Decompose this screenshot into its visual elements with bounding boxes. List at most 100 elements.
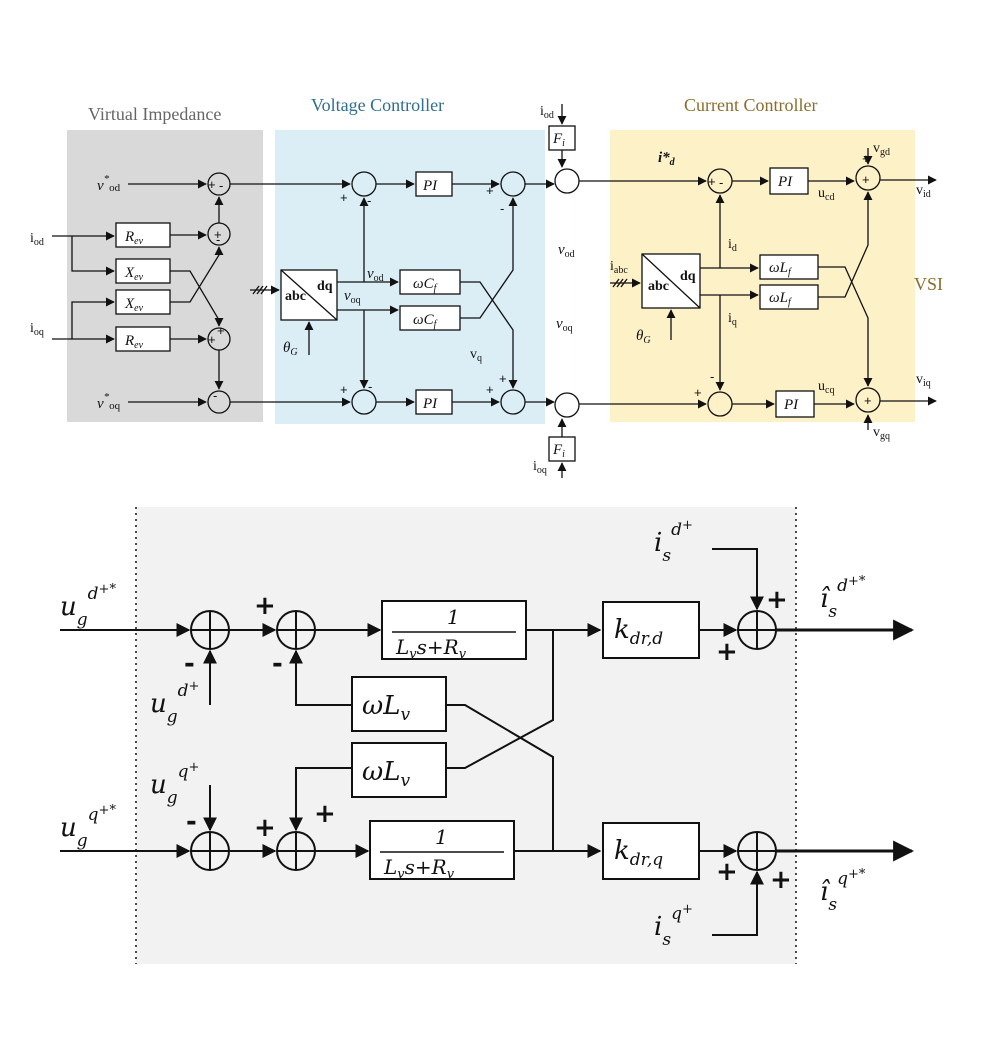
label-v-id: vid (916, 183, 931, 200)
label-v-od: vod (367, 266, 384, 284)
label-v-q: vq (470, 347, 482, 364)
sum-node-fi-d (554, 168, 580, 194)
label-i-od-top: iod (540, 104, 554, 121)
sign: + (862, 172, 870, 187)
label-i-hat-s-d: îsd+* (820, 574, 866, 622)
label-PI-vq: PI (422, 396, 438, 412)
title-voltage-controller: Voltage Controller (311, 95, 444, 115)
omega-Cf-q-box (399, 305, 461, 331)
sum-node-b-d1 (190, 610, 230, 650)
sign: - (213, 388, 217, 403)
sum-node-b-q2 (276, 831, 316, 871)
X-ev-d-box (115, 258, 171, 284)
label-u-cd: ucd (818, 186, 834, 203)
sum-node-cc-q2 (855, 387, 881, 413)
label-PI-vd: PI (422, 178, 438, 194)
sign: - (368, 379, 372, 394)
sign: + (217, 323, 225, 338)
label-v-iq: viq (916, 372, 931, 389)
sum-node-b-q3 (737, 831, 777, 871)
label-PI-iq: PI (783, 397, 799, 413)
top-labels: Virtual Impedance Voltage Controller Cur… (30, 95, 943, 476)
omega-Lv-q-box (351, 742, 447, 798)
sign: + (254, 813, 276, 843)
sum-node-fi-q (554, 392, 580, 418)
sum-node-cc-q1 (707, 391, 733, 417)
label-Fi-q: Fi (552, 442, 565, 460)
bottom-diagram (60, 507, 915, 964)
label-Fi-d: Fi (552, 131, 565, 149)
label-i-s-q: isq+ (654, 902, 693, 950)
transfer-fn-q (369, 820, 515, 880)
sign: + (716, 637, 738, 667)
label-omega-Cf-d: ωCf (413, 276, 438, 294)
sign: + (208, 177, 216, 192)
sign: + (694, 385, 702, 400)
tf-d-denominator: Lvs+Rv (395, 635, 467, 662)
sign: + (314, 799, 336, 829)
R-ev-d-box (115, 222, 171, 248)
label-i-d-star: i*d (658, 150, 676, 168)
label-i-s-d: isd+ (654, 518, 693, 566)
R-ev-q-box (115, 326, 171, 352)
sign: - (367, 193, 371, 208)
sign: + (486, 382, 494, 397)
PI-vd-box (415, 171, 453, 197)
top-diagram (52, 104, 937, 478)
label-v-od-ref: v*od (97, 173, 121, 194)
label-R-ev-q: Rev (124, 333, 144, 351)
sum-node-vc-d2 (500, 171, 526, 197)
label-i-oq-bottom: ioq (533, 459, 547, 476)
label-omega-Lv-q: ωLv (362, 757, 410, 791)
label-v-oq: voq (344, 288, 361, 306)
PI-iq-box (775, 390, 815, 418)
label-abc-v: abc (285, 289, 306, 304)
sign: - (184, 649, 195, 679)
sum-node-cc-d2 (855, 165, 881, 191)
label-theta-G-i: θG (636, 328, 651, 346)
sign: + (716, 857, 738, 887)
bottom-labels: ugd+* ugq+* ugd+ ugq+ - + - - + + + + + … (60, 518, 866, 950)
sign: - (710, 369, 714, 384)
label-theta-G-v: θG (283, 340, 298, 358)
sign: + (340, 190, 348, 205)
sign: + (862, 151, 870, 166)
sign: - (186, 807, 197, 837)
title-current-controller: Current Controller (684, 95, 817, 115)
label-R-ev-d: Rev (124, 229, 144, 247)
label-omega-Lv-d: ωLv (362, 691, 410, 725)
label-v-gd: vgd (873, 141, 890, 158)
sign: + (486, 183, 494, 198)
sign: - (500, 201, 504, 216)
sign: - (216, 232, 220, 247)
sum-node-vc-q2 (500, 389, 526, 415)
k-dr-q-box (602, 822, 700, 880)
label-v-gq: vgq (873, 425, 890, 442)
label-dq-i: dq (680, 269, 696, 284)
label-X-ev-d: Xev (124, 265, 144, 283)
sign: + (214, 227, 222, 242)
sign: + (766, 585, 788, 615)
label-i-oq: ioq (30, 321, 44, 338)
sign: + (864, 393, 872, 408)
sum-node-b-d2 (276, 610, 316, 650)
label-u-g-q-ref: ugq+* (60, 803, 116, 851)
label-v-od-right: vod (558, 242, 575, 260)
sign: + (254, 591, 276, 621)
sign: + (708, 174, 716, 189)
label-v-oq-ref: v*oq (97, 391, 121, 412)
sign: + (499, 371, 507, 386)
sum-node-b-q1 (190, 831, 230, 871)
transfer-fn-d (381, 600, 527, 660)
label-i-d: id (728, 237, 737, 254)
sum-node-vi-q2 (207, 390, 231, 414)
label-dq-v: dq (317, 279, 333, 294)
label-i-od: iod (30, 231, 44, 248)
label-i-hat-s-q: îsq+* (820, 867, 866, 915)
Fi-q-box (548, 436, 576, 462)
bottom-panel (136, 507, 796, 964)
label-abc-i: abc (648, 279, 669, 294)
label-omega-Cf-q: ωCf (413, 312, 438, 330)
sign: - (272, 649, 283, 679)
